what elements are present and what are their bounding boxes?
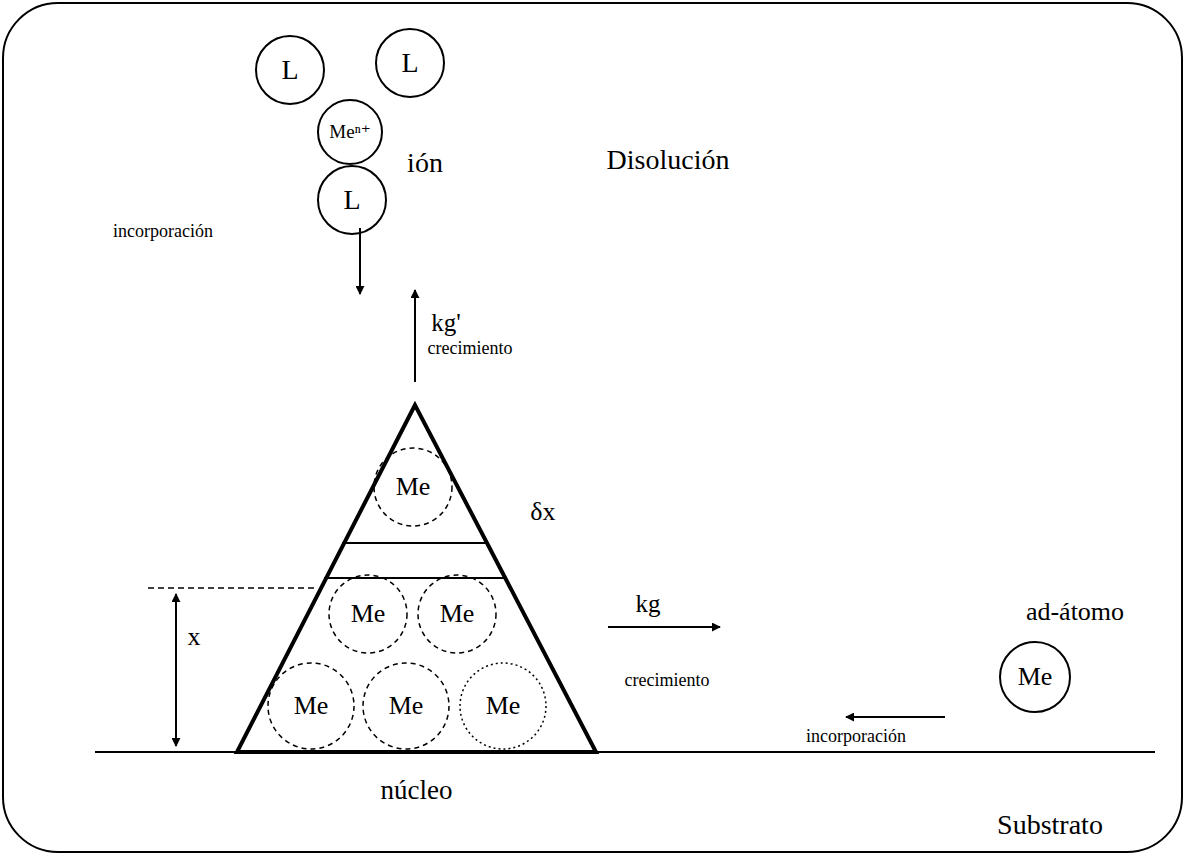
atom-circle: Me bbox=[417, 574, 497, 654]
text-label: Substrato bbox=[997, 809, 1103, 840]
text-holder: Me bbox=[373, 447, 453, 527]
atom-circle: Me bbox=[328, 574, 408, 654]
circle-outline bbox=[256, 36, 324, 104]
label-holder: x bbox=[186, 623, 203, 652]
layer-line bbox=[342, 542, 488, 544]
label-holder: Disolución bbox=[607, 145, 730, 176]
atom-circle: Me bbox=[267, 662, 355, 750]
atom-circle: Me bbox=[999, 641, 1071, 713]
atom-label: Me bbox=[396, 473, 431, 502]
atom-label: Me bbox=[440, 600, 475, 629]
atom-label: Me bbox=[294, 692, 329, 721]
label-holder: incorporación bbox=[113, 222, 213, 242]
circle-outline bbox=[268, 663, 354, 749]
nucleus-label: núcleo bbox=[381, 776, 453, 806]
circle-outline bbox=[329, 575, 407, 653]
atom-circle: Me bbox=[362, 662, 450, 750]
atom-circle: L bbox=[317, 165, 387, 235]
text-label: crecimiento bbox=[625, 670, 710, 690]
triangle-outline bbox=[235, 403, 598, 810]
label-holder: δx bbox=[530, 498, 555, 527]
text-holder: Me bbox=[328, 574, 408, 654]
label-holder: Substrato bbox=[997, 810, 1103, 841]
text-label: incorporación bbox=[806, 726, 906, 746]
label-holder: ión bbox=[407, 148, 443, 179]
text-label: kg' bbox=[431, 309, 461, 336]
text-label: kg bbox=[636, 590, 661, 617]
text-label: ión bbox=[407, 147, 443, 178]
atom-label: Me bbox=[389, 692, 424, 721]
text-holder: L bbox=[255, 35, 325, 105]
atom-label: L bbox=[343, 185, 360, 216]
growth-arrow bbox=[414, 290, 416, 382]
triangle-outline bbox=[237, 405, 596, 752]
text-label: x bbox=[186, 622, 203, 651]
text-label: incorporación bbox=[113, 221, 213, 241]
label-holder: crecimiento bbox=[428, 339, 513, 359]
circle-outline bbox=[318, 166, 386, 234]
atom-label: Meⁿ⁺ bbox=[329, 122, 370, 143]
text-holder: Me bbox=[999, 641, 1071, 713]
atom-label: Me bbox=[351, 600, 386, 629]
text-holder: Me bbox=[459, 662, 547, 750]
text-holder: L bbox=[375, 28, 445, 98]
text-label: Disolución bbox=[607, 144, 730, 175]
label-holder: kg bbox=[636, 590, 661, 618]
atom-circle: Me bbox=[373, 447, 453, 527]
text-holder: Me bbox=[362, 662, 450, 750]
text-holder: L bbox=[317, 165, 387, 235]
circle-outline bbox=[376, 29, 444, 97]
label-holder: ad-átomo bbox=[1026, 598, 1124, 627]
label-holder: kg' bbox=[431, 309, 461, 337]
atom-circle: Meⁿ⁺ bbox=[317, 99, 383, 165]
atom-label: L bbox=[281, 55, 298, 86]
height-guide bbox=[148, 587, 316, 589]
circle-outline bbox=[374, 448, 452, 526]
circle-outline bbox=[418, 575, 496, 653]
text-label: ad-átomo bbox=[1026, 597, 1124, 626]
incorporation-arrow bbox=[846, 716, 945, 718]
atom-circle: Me bbox=[459, 662, 547, 750]
text-label: δx bbox=[530, 497, 555, 526]
height-arrow bbox=[175, 594, 177, 746]
circle-outline bbox=[460, 663, 546, 749]
atom-circle: L bbox=[255, 35, 325, 105]
growth-arrow bbox=[608, 626, 720, 628]
text-holder: Meⁿ⁺ bbox=[317, 99, 383, 165]
circle-outline bbox=[318, 100, 382, 164]
atom-label: Me bbox=[486, 692, 521, 721]
text-label: crecimiento bbox=[428, 338, 513, 358]
label-holder: crecimiento bbox=[625, 671, 710, 691]
nucleus-triangle: núcleoMeMeMeMeMeMe bbox=[235, 403, 598, 810]
frame bbox=[3, 3, 1182, 852]
text-holder: núcleo bbox=[235, 773, 598, 809]
label-holder: incorporación bbox=[806, 727, 906, 747]
atom-label: L bbox=[401, 48, 418, 79]
text-holder: Me bbox=[267, 662, 355, 750]
text-holder: Me bbox=[417, 574, 497, 654]
incorporation-arrow bbox=[359, 228, 361, 294]
atom-circle: L bbox=[375, 28, 445, 98]
circle-outline bbox=[1000, 642, 1070, 712]
circle-outline bbox=[363, 663, 449, 749]
atom-label: Me bbox=[1018, 663, 1053, 692]
